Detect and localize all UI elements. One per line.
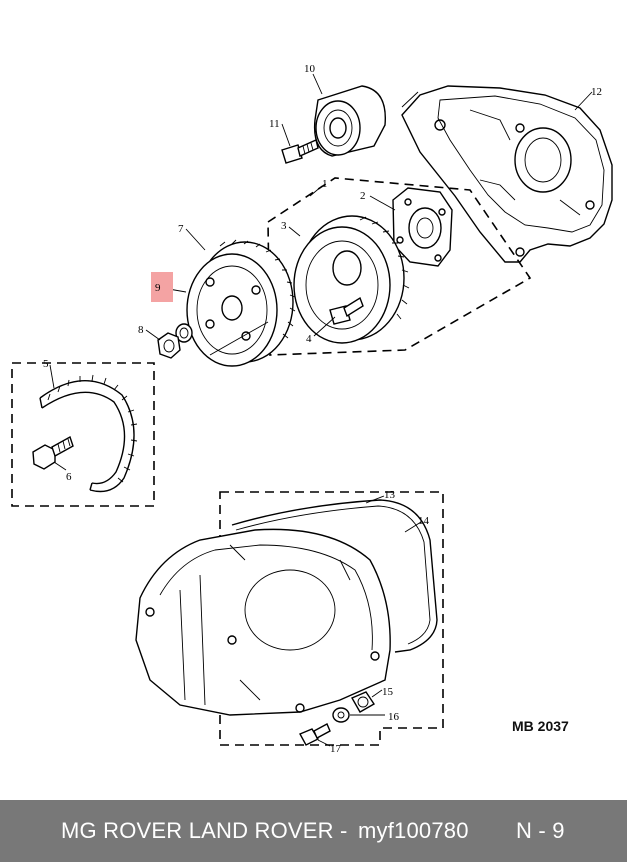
rear-timing-cover-plate [401, 85, 613, 263]
cover-gasket-inner [235, 505, 431, 645]
front-timing-cover [135, 528, 391, 716]
exploded-parts-diagram: 10 11 12 1 2 3 7 9 8 4 5 6 13 14 15 16 1… [11, 63, 613, 755]
callout-7: 7 [178, 223, 184, 235]
callout-1: 1 [322, 178, 328, 190]
pulley-nut-and-washer [157, 323, 193, 359]
callout-numbers: 10 11 12 1 2 3 7 9 8 4 5 6 13 14 15 16 1… [43, 63, 602, 755]
callout-6: 6 [66, 471, 72, 483]
callout-14: 14 [418, 515, 430, 527]
callout-8: 8 [138, 324, 144, 336]
callout-5: 5 [43, 358, 49, 370]
callout-10: 10 [304, 63, 316, 75]
idler-bolt [281, 139, 319, 164]
callout-9: 9 [155, 282, 161, 294]
camshaft-hub [392, 187, 453, 267]
highlighted-callout-marker [151, 272, 173, 302]
cover-gasket [231, 499, 438, 653]
assembly-group-1-outline [267, 177, 532, 356]
callout-2: 2 [360, 190, 366, 202]
diagram-position: N - 9 [516, 818, 565, 843]
callout-15: 15 [382, 686, 394, 698]
brand-label: MG ROVER LAND ROVER - [61, 818, 348, 843]
cover-bolt [299, 723, 331, 746]
timing-belt-segment [39, 374, 138, 493]
rear-timing-pulley [293, 215, 410, 344]
leader-lines [49, 73, 593, 747]
pulley-bolt [329, 296, 364, 325]
part-number: myf100780 [358, 818, 469, 843]
cover-group-13-outline [219, 491, 444, 746]
callout-13: 13 [384, 489, 396, 501]
front-timing-pulley [186, 239, 296, 367]
callout-12: 12 [591, 86, 602, 98]
callout-11: 11 [269, 118, 280, 130]
callout-16: 16 [388, 711, 400, 723]
belt-group-5-outline [11, 362, 155, 507]
callout-3: 3 [281, 220, 287, 232]
diagram-reference: MB 2037 [512, 718, 569, 734]
part-info-banner: MG ROVER LAND ROVER - myf100780 N - 9 [0, 800, 627, 862]
cover-seal-and-washer [332, 691, 375, 723]
callout-4: 4 [306, 333, 312, 345]
callout-17: 17 [330, 743, 342, 755]
belt-area-bolt [32, 435, 74, 470]
idler-pulley [313, 85, 386, 157]
